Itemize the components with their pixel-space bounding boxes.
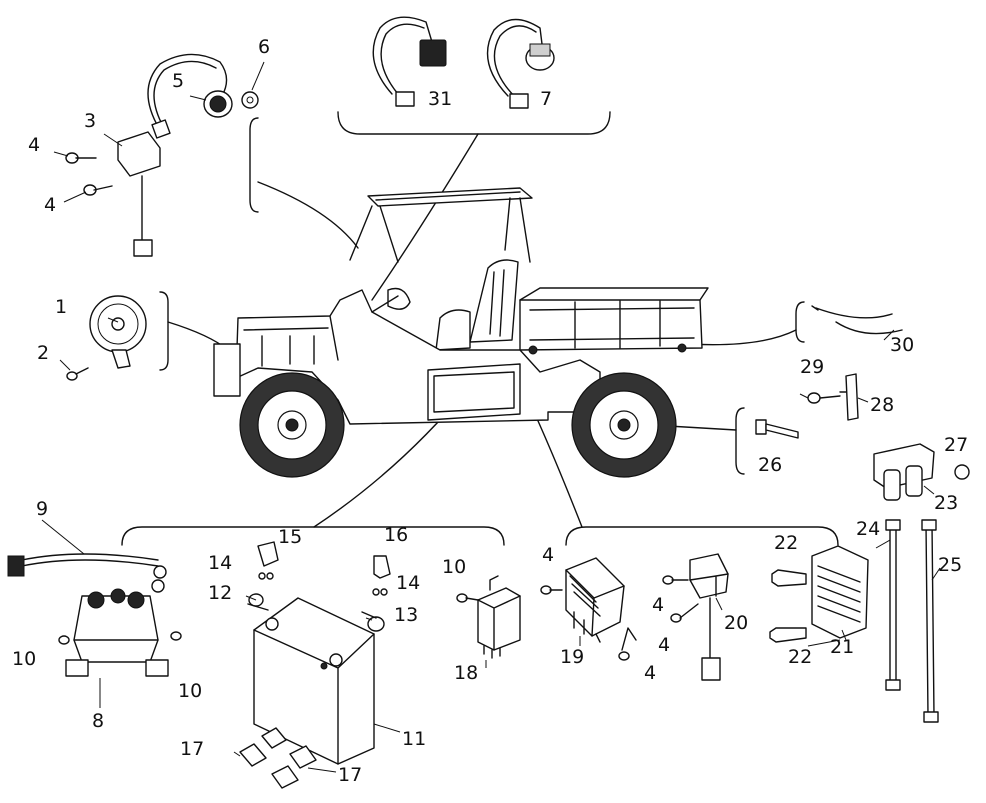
- switch-5: [203, 90, 233, 118]
- label-part-17b: 17: [338, 764, 363, 786]
- label-part-1: 1: [55, 296, 68, 318]
- label-part-30: 30: [890, 334, 915, 356]
- label-part-10c: 10: [442, 556, 467, 578]
- bracket-bolt: [735, 407, 745, 475]
- leader-bolt: [667, 425, 737, 431]
- label-part-27: 27: [944, 434, 969, 456]
- cap-16: [373, 555, 391, 579]
- leader-harness: [687, 329, 797, 346]
- label-part-4e: 4: [652, 594, 665, 616]
- wire-harness-9: [7, 553, 167, 593]
- bracket-horn: [159, 291, 169, 371]
- label-part-4b: 4: [44, 194, 57, 216]
- label-part-26: 26: [758, 454, 783, 476]
- terminal-13: [361, 611, 385, 632]
- bracket-top-connectors: [337, 111, 611, 135]
- leader-horn-connectors: [257, 181, 359, 249]
- label-part-28: 28: [870, 394, 895, 416]
- screw-29: [807, 392, 841, 404]
- pads-17b: [271, 745, 317, 789]
- screw-10b: [170, 631, 182, 641]
- screw-4a: [65, 152, 97, 164]
- label-part-4a: 4: [28, 134, 41, 156]
- nut-27: [954, 464, 970, 480]
- screw-4e: [662, 575, 689, 585]
- label-part-4f: 4: [658, 634, 671, 656]
- label-part-24: 24: [856, 518, 881, 540]
- label-part-18: 18: [454, 662, 479, 684]
- label-part-9: 9: [36, 498, 49, 520]
- cable-25: [921, 519, 939, 723]
- terminal-12: [247, 593, 269, 611]
- label-part-7: 7: [540, 88, 553, 110]
- label-part-14b: 14: [396, 572, 421, 594]
- label-part-21: 21: [830, 636, 855, 658]
- label-part-4c: 4: [542, 544, 555, 566]
- cap-15: [257, 541, 279, 567]
- label-part-20: 20: [724, 612, 749, 634]
- label-part-31: 31: [428, 88, 453, 110]
- label-part-13: 13: [394, 604, 419, 626]
- label-part-5: 5: [172, 70, 185, 92]
- screw-4f: [670, 603, 699, 623]
- connector-harness-31: [372, 16, 447, 107]
- bracket-harness: [795, 301, 805, 343]
- label-part-8: 8: [92, 710, 105, 732]
- bolt-22a: [771, 569, 807, 587]
- label-part-17a: 17: [180, 738, 205, 760]
- solenoid-8: [65, 588, 169, 677]
- flasher-18: [477, 575, 521, 659]
- label-part-29: 29: [800, 356, 825, 378]
- label-part-10a: 10: [12, 648, 37, 670]
- screw-4b: [83, 184, 113, 196]
- label-part-11: 11: [402, 728, 427, 750]
- regulator-21: [811, 545, 869, 639]
- label-part-22b: 22: [788, 646, 813, 668]
- controller-19: [565, 557, 625, 643]
- wire-5: [147, 53, 228, 139]
- utv-vehicle: [213, 187, 709, 478]
- bolt-22b: [769, 627, 807, 643]
- bracket-28: [839, 373, 859, 421]
- relay-20: [689, 553, 729, 681]
- label-part-25: 25: [938, 554, 963, 576]
- label-part-4d: 4: [644, 662, 657, 684]
- fuse-holder-23: [873, 443, 935, 501]
- nut-14a: [258, 572, 274, 580]
- harness-30: [811, 305, 903, 335]
- label-part-3: 3: [84, 110, 97, 132]
- ring-6: [241, 91, 259, 109]
- bracket-controller-group: [565, 526, 839, 546]
- label-part-16: 16: [384, 524, 409, 546]
- battery-11: [253, 597, 375, 765]
- bracket-battery-group: [121, 526, 505, 546]
- bolt-26: [755, 419, 799, 439]
- screw-10a: [58, 635, 70, 645]
- label-part-15: 15: [278, 526, 303, 548]
- screw-2: [66, 367, 89, 381]
- relay-3: [117, 131, 161, 257]
- label-part-14a: 14: [208, 552, 233, 574]
- label-part-22a: 22: [774, 532, 799, 554]
- pads-17a: [239, 727, 287, 767]
- label-part-23: 23: [934, 492, 959, 514]
- nut-14b: [372, 588, 388, 596]
- cable-24: [885, 519, 901, 691]
- bracket-horn-connectors: [249, 117, 259, 213]
- label-part-6: 6: [258, 36, 271, 58]
- screw-4d: [618, 627, 637, 661]
- label-part-2: 2: [37, 342, 50, 364]
- label-part-19: 19: [560, 646, 585, 668]
- switch-harness-7: [486, 18, 555, 109]
- screw-10c: [456, 593, 479, 603]
- label-part-10b: 10: [178, 680, 203, 702]
- screw-4c: [540, 585, 563, 595]
- label-part-12: 12: [208, 582, 233, 604]
- leader-top: [371, 133, 479, 301]
- horn-1: [89, 295, 147, 369]
